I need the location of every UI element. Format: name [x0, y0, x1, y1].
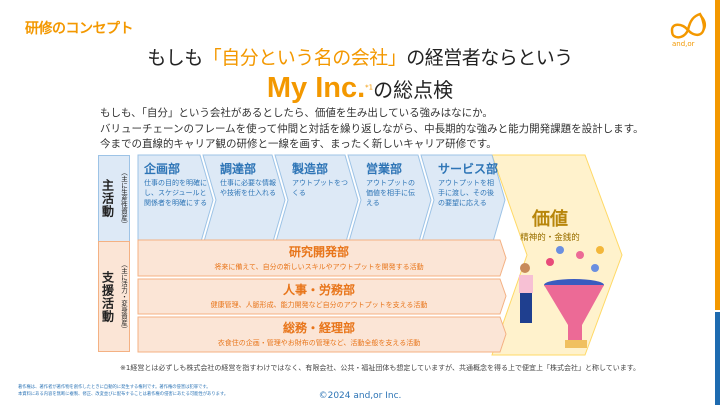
- dept-desc: アウトプットを相手に渡し、その後の要望に応える: [438, 179, 494, 207]
- dept-name: 製造部: [292, 162, 329, 176]
- value-title: 価値: [532, 209, 568, 230]
- headline: もしも「自分という名の会社」の経営者ならという: [0, 43, 720, 70]
- copyright: ©2024 and,or Inc.: [318, 391, 402, 401]
- and-or-logo: and,or: [666, 12, 712, 48]
- headline-pre: もしも: [147, 47, 203, 69]
- support-activities-label: 支援活動 （主に活力・変身資産）: [98, 241, 130, 352]
- value-sub: 精神的・金銭的: [520, 233, 580, 243]
- footnote-mark: *1: [365, 83, 374, 92]
- primary-label: 主活動: [100, 179, 115, 218]
- support-desc: 将来に備えて、自分の新しいスキルやアウトプットを開発する活動: [214, 263, 424, 271]
- support-name: 総務・経理部: [282, 321, 355, 335]
- dept-procurement: 調達部仕事に必要な情報や技術を仕入れる: [220, 160, 278, 198]
- funnel-illustration: [519, 246, 604, 348]
- support-sub: （主に活力・変身資産）: [119, 260, 128, 333]
- dept-desc: 仕事の目的を明確にし、スケジュールと関係者を明確にする: [144, 179, 208, 207]
- dept-planning: 企画部仕事の目的を明確にし、スケジュールと関係者を明確にする: [144, 160, 210, 208]
- support-name: 研究開発部: [288, 245, 349, 259]
- dept-name: 調達部: [220, 162, 257, 176]
- dept-desc: 仕事に必要な情報や技術を仕入れる: [220, 179, 276, 197]
- bar-rnd: [137, 239, 507, 277]
- intro-line: もしも、「自分」という会社があるとしたら、価値を生み出している強みはなにか。: [100, 107, 493, 119]
- footnote: ※1経営とは必ずしも株式会社の経営を指すわけではなく、有限会社、公共・福祉団体も…: [120, 364, 641, 372]
- subheadline: My Inc.*1の総点検: [0, 72, 720, 105]
- section-title: 研修のコンセプト: [25, 21, 134, 37]
- dept-service: サービス部アウトプットを相手に渡し、その後の要望に応える: [438, 160, 498, 208]
- intro-text: もしも、「自分」という会社があるとしたら、価値を生み出している強みはなにか。 バ…: [100, 106, 644, 153]
- value-chevron: [491, 154, 623, 356]
- bar-admin: [137, 316, 507, 353]
- legal-notice: 著作権は、著作者が著作物を創作したときに自動的に発生する権利です。著作権の侵害は…: [18, 384, 228, 398]
- intro-line: バリューチェーンのフレームを使って仲間と対話を繰り返しながら、中長期的な強みと能…: [100, 122, 644, 135]
- dept-name: 企画部: [144, 162, 181, 176]
- brand-name: My Inc.: [266, 72, 366, 104]
- headline-post: の経営者ならという: [406, 47, 573, 69]
- dept-desc: アウトプットの価値を相手に伝える: [366, 179, 415, 207]
- support-label: 支援活動: [100, 270, 115, 323]
- primary-activities-label: 主活動 （主に生産性資産）: [98, 155, 130, 242]
- dept-desc: アウトプットをつくる: [292, 179, 348, 197]
- chevron-planning: [137, 154, 214, 246]
- support-name: 人事・労務部: [282, 283, 355, 297]
- intro-line: 今までの直線的キャリア観の研修と一線を画す、まったく新しいキャリア研修です。: [100, 138, 497, 150]
- headline-highlight: 「自分という名の会社」: [202, 47, 407, 69]
- support-admin: 総務・経理部衣食住の企画・管理やお財布の管理など、活動全般を支える活動: [138, 319, 500, 348]
- support-desc: 健康管理、人脈形成、能力開発など自分のアウトプットを支える活動: [210, 301, 428, 309]
- support-desc: 衣食住の企画・管理やお財布の管理など、活動全般を支える活動: [217, 339, 421, 347]
- dept-sales: 営業部アウトプットの価値を相手に伝える: [366, 160, 418, 208]
- accent-bar-orange: [715, 0, 720, 310]
- value-label: 価値精神的・金銭的: [500, 205, 600, 243]
- accent-bar-blue: [715, 312, 720, 405]
- support-hr: 人事・労務部健康管理、人脈形成、能力開発など自分のアウトプットを支える活動: [138, 281, 500, 310]
- dept-name: サービス部: [438, 162, 499, 176]
- bar-hr: [137, 278, 507, 315]
- legal-line: 著作権は、著作者が著作物を創作したときに自動的に発生する権利です。著作権の侵害は…: [18, 385, 211, 390]
- legal-line: 本資料にある内容を無断に複製、修正、改変並びに配布することは著作権の侵害にあたる…: [18, 392, 229, 397]
- support-rnd: 研究開発部将来に備えて、自分の新しいスキルやアウトプットを開発する活動: [138, 243, 500, 272]
- dept-manufacturing: 製造部アウトプットをつくる: [292, 160, 350, 198]
- logo-text: and,or: [672, 40, 695, 48]
- dept-name: 営業部: [366, 162, 403, 176]
- primary-sub: （主に生産性資産）: [119, 169, 128, 228]
- subheadline-post: の総点検: [373, 78, 454, 102]
